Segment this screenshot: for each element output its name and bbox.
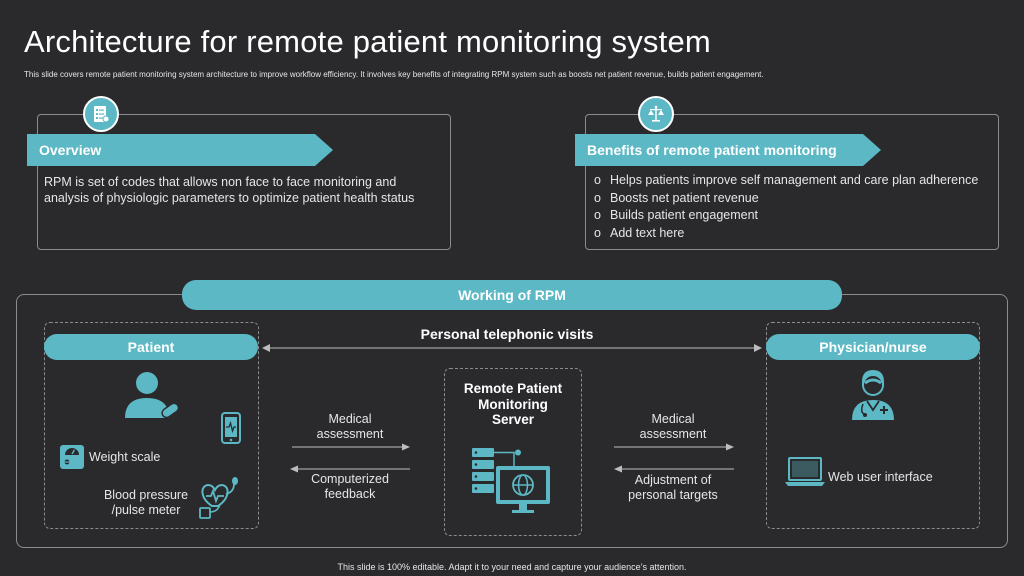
benefit-item: Add text here	[592, 225, 992, 243]
working-heading: Working of RPM	[182, 280, 842, 310]
left-flow-right-arrow	[292, 439, 410, 457]
weight-scale-label: Weight scale	[89, 450, 161, 464]
checklist-icon	[83, 96, 119, 132]
telephonic-arrow	[262, 341, 762, 359]
right-flow-left-arrow	[614, 461, 734, 479]
patient-heading: Patient	[44, 334, 258, 360]
patient-box	[44, 322, 259, 529]
benefits-list: Helps patients improve self management a…	[592, 172, 992, 242]
nurse-icon	[848, 368, 898, 427]
benefit-item: Boosts net patient revenue	[592, 190, 992, 208]
weight-scale-icon	[59, 444, 85, 475]
server-box	[444, 368, 582, 536]
right-flow-right-arrow	[614, 439, 734, 457]
overview-panel	[37, 114, 451, 250]
page-subtitle: This slide covers remote patient monitor…	[24, 70, 764, 79]
phone-app-icon	[220, 412, 242, 449]
footer-note: This slide is 100% editable. Adapt it to…	[337, 562, 687, 572]
physician-box	[766, 322, 980, 529]
overview-text: RPM is set of codes that allows non face…	[44, 175, 415, 205]
benefits-heading: Benefits of remote patient monitoring	[575, 134, 881, 166]
right-flow-top-label: Medical assessment	[639, 412, 707, 441]
overview-heading: Overview	[27, 134, 333, 166]
blood-pressure-label: Blood pressure /pulse meter	[103, 488, 189, 517]
telephonic-label: Personal telephonic visits	[420, 326, 594, 342]
benefit-item: Builds patient engagement	[592, 207, 992, 225]
server-heading: Remote Patient Monitoring Server	[463, 381, 563, 427]
benefits-panel	[585, 114, 999, 250]
laptop-icon	[784, 456, 826, 493]
server-icon	[470, 446, 554, 523]
page-title: Architecture for remote patient monitori…	[24, 24, 711, 59]
patient-icon	[121, 370, 181, 427]
benefit-item: Helps patients improve self management a…	[592, 172, 992, 190]
web-interface-label: Web user interface	[828, 470, 933, 484]
physician-heading: Physician/nurse	[766, 334, 980, 360]
left-flow-bottom-label: Computerized feedback	[311, 472, 389, 501]
left-flow-left-arrow	[290, 461, 410, 479]
blood-pressure-icon	[198, 476, 242, 525]
scales-icon	[638, 96, 674, 132]
right-flow-bottom-label: Adjustment of personal targets	[628, 473, 718, 502]
left-flow-top-label: Medical assessment	[316, 412, 384, 441]
